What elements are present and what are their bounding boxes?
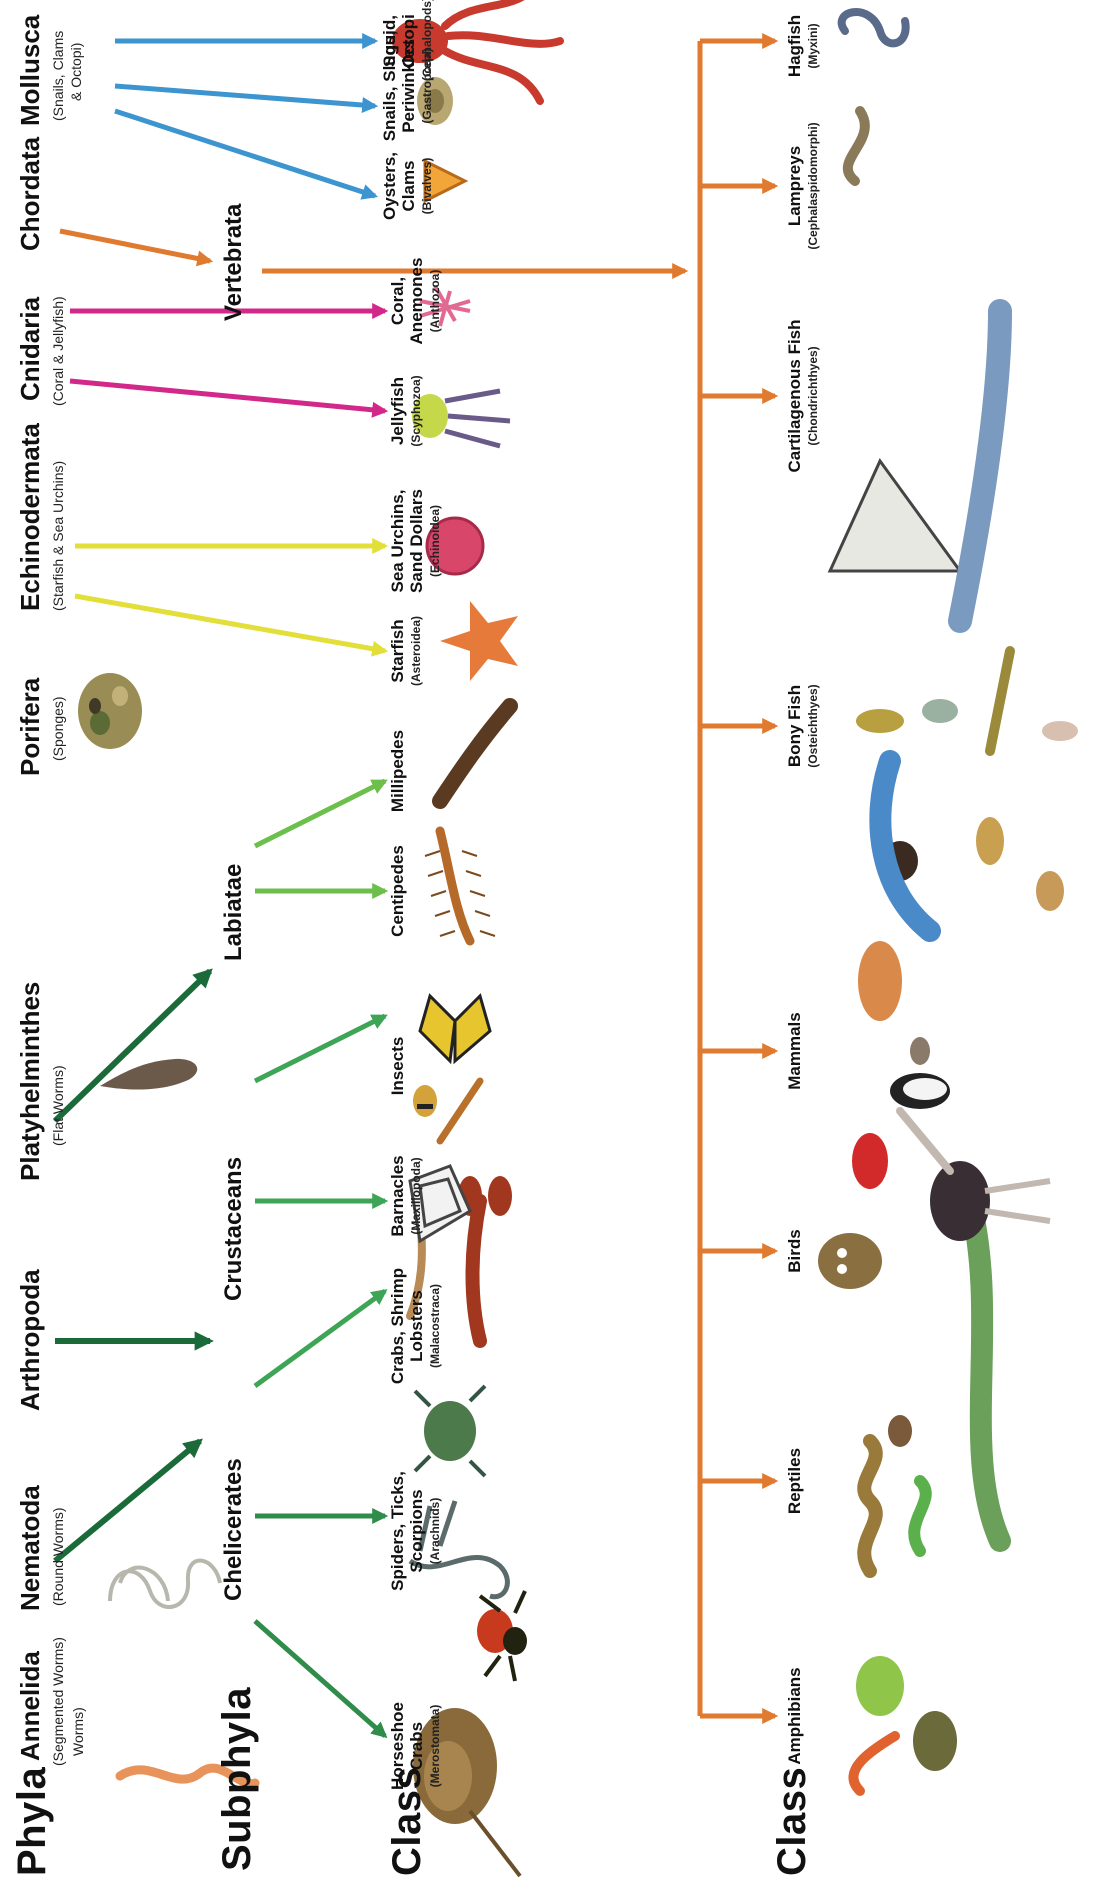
phylum-chordata: Chordata <box>15 137 46 251</box>
phylum-porifera: Porifera <box>15 678 46 776</box>
phylum-nematoda-common: (Round Worms) <box>50 1507 66 1606</box>
arrow-mollusca-oysters <box>115 111 375 196</box>
mouse-icon <box>910 1037 930 1065</box>
class-starfish: Starfish(Asteroidea) <box>388 601 426 701</box>
salamander-icon <box>853 1736 895 1791</box>
subphylum-vertebrata: Vertebrata <box>220 204 248 321</box>
class-sea-urchins: Sea Urchins,Sand Dollars(Echinoidea) <box>388 481 445 601</box>
class-coral: Coral,Anemones(Anthozoa) <box>388 251 445 351</box>
arrow-cnidaria-jellyfish <box>70 381 385 411</box>
phylum-mollusca: Mollusca <box>15 15 46 126</box>
phylum-mollusca-common: (Snails, Clams <box>50 31 66 121</box>
chelicerates-arrows <box>255 1516 385 1736</box>
arrow-arthropoda-labiatae <box>55 971 210 1121</box>
hagfish-icon <box>842 12 906 43</box>
penguin-icon <box>890 1073 950 1109</box>
ostrich-icon <box>900 1111 1050 1241</box>
phylum-platyhelminthes-common: (Flat Worms) <box>50 1065 66 1146</box>
phylum-platyhelminthes: Platyhelminthes <box>15 982 46 1181</box>
class-bony-fish: Bony Fish(Osteichthyes) <box>785 661 823 791</box>
bony-fish-icons <box>856 651 1078 751</box>
cardinal-icon <box>852 1133 888 1189</box>
arrow-chelicerates-horseshoe <box>255 1621 385 1736</box>
phylum-annelida-common: (Segmented Worms) <box>50 1637 66 1766</box>
class-millipedes: Millipedes <box>388 721 407 821</box>
label-phyla: Phyla <box>10 1767 55 1876</box>
hammerhead-shark-icon <box>960 311 1000 621</box>
class-insects: Insects <box>388 1021 407 1111</box>
class-centipedes: Centipedes <box>388 841 407 941</box>
phylum-cnidaria: Cnidaria <box>15 297 46 401</box>
alligator-icon <box>970 1201 1000 1541</box>
label-class-bottom: Class <box>770 1767 815 1876</box>
class-barnacles: Barnacles(Maxillopoda) <box>388 1141 426 1251</box>
class-lampreys: Lampreys(Cephalaspidomorphi) <box>785 111 823 261</box>
sponge-icon <box>78 673 142 749</box>
arrow-crustaceans-crabs <box>255 1291 385 1386</box>
class-spiders: Spiders, Ticks,Scorpions(Arachnids) <box>388 1461 445 1601</box>
class-jellyfish: Jellyfish(Scyphozoa) <box>388 361 426 461</box>
phylum-cnidaria-common: (Coral & Jellyfish) <box>50 296 66 406</box>
class-cartilagenous-fish: Cartilagenous Fish(Chondrichthyes) <box>785 306 823 486</box>
class-oysters: Oysters,Clams(Bivalves) <box>380 141 437 231</box>
starfish-icon <box>440 601 518 681</box>
labiatae-arrows <box>255 781 385 891</box>
cnidaria-arrows <box>70 311 385 411</box>
arrow-crustaceans-insects <box>255 1016 385 1081</box>
arrow-mollusca-snails <box>115 86 375 106</box>
roundworm-icon <box>110 1561 220 1607</box>
snake-icon <box>864 1441 876 1571</box>
echinodermata-arrows <box>75 546 385 651</box>
phylum-mollusca-common2: & Octopi) <box>68 43 84 101</box>
label-subphyla: Subphyla <box>215 1687 260 1871</box>
owl-icon <box>818 1233 882 1289</box>
crustaceans-arrows <box>255 1016 385 1386</box>
millipede-icon <box>440 706 510 801</box>
class-amphibians: Amphibians <box>785 1656 804 1776</box>
class-reptiles: Reptiles <box>785 1431 804 1531</box>
arrow-chordata-vertebrata <box>60 231 210 261</box>
class-mammals: Mammals <box>785 1001 804 1101</box>
subphylum-crustaceans: Crustaceans <box>220 1157 248 1301</box>
phylum-echinodermata-common: (Starfish & Sea Urchins) <box>50 461 66 611</box>
class-crabs-shrimp: Crabs, ShrimpLobsters(Malacostraca) <box>388 1256 445 1396</box>
centipede-icon <box>425 831 495 941</box>
bee-icon <box>413 1085 437 1117</box>
subphylum-chelicerates: Chelicerates <box>220 1458 248 1601</box>
jellyfish-icon <box>412 391 510 446</box>
phylum-annelida-common2: Worms) <box>70 1707 86 1756</box>
kangaroo-icon <box>858 941 902 1021</box>
turtle-icon <box>888 1415 912 1447</box>
arrow-labiatae-millipedes <box>255 781 385 846</box>
class-horseshoe-crabs: HorseshoeCrabs(Merostomata) <box>388 1686 445 1806</box>
spider-icon <box>477 1591 527 1681</box>
mollusca-arrows <box>115 41 375 196</box>
phylum-nematoda: Nematoda <box>15 1485 46 1611</box>
butterfly-icon <box>420 996 490 1061</box>
class-hagfish: Hagfish(Myxini) <box>785 6 823 86</box>
phylum-arthropoda: Arthropoda <box>15 1269 46 1411</box>
lamprey-icon <box>848 111 865 181</box>
chordata-arrows <box>60 231 685 271</box>
toad-icon <box>913 1711 957 1771</box>
grasshopper-icon <box>440 1081 480 1141</box>
phylum-porifera-common: (Sponges) <box>50 696 66 761</box>
otter-icon <box>976 817 1004 865</box>
frog-icon <box>856 1656 904 1716</box>
phylum-echinodermata: Echinodermata <box>15 423 46 611</box>
arrow-arthropoda-chelicerates <box>55 1441 200 1561</box>
manta-ray-icon <box>830 461 960 571</box>
dog-icon <box>1036 871 1064 911</box>
subphylum-labiatae: Labiatae <box>220 864 248 961</box>
chameleon-icon <box>914 1481 926 1551</box>
arrow-echinodermata-starfish <box>75 596 385 651</box>
vertebrata-bracket <box>700 41 775 1716</box>
class-squid: Squid,Octopi(Cephalopods) <box>380 1 437 81</box>
class-birds: Birds <box>785 1211 804 1291</box>
arthropoda-arrows <box>55 971 210 1561</box>
phylum-annelida: Annelida <box>15 1651 46 1761</box>
